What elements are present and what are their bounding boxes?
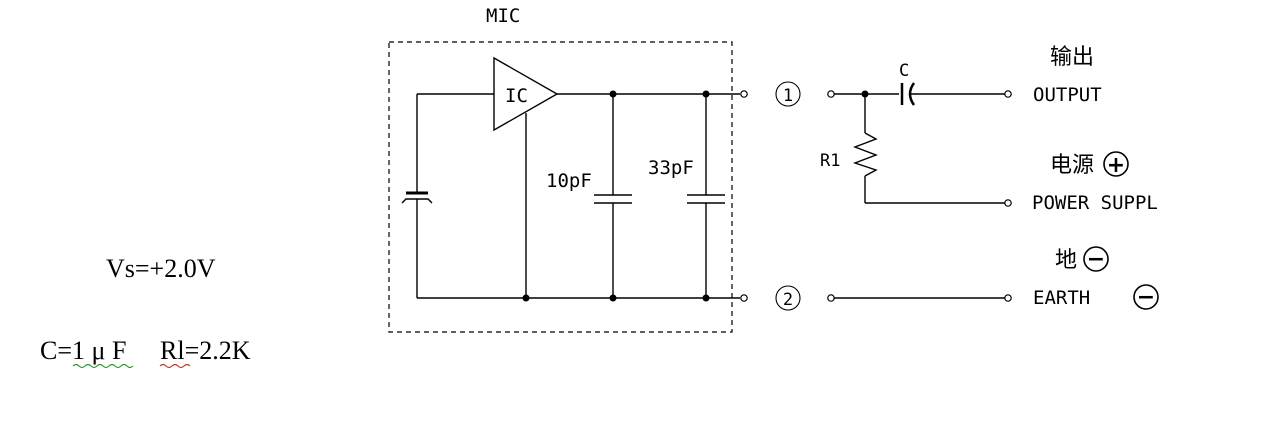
ext-terminal xyxy=(827,294,835,302)
plus-sign: + xyxy=(1107,153,1125,178)
mic-terminal xyxy=(740,90,748,98)
minus-sign: − xyxy=(1087,247,1105,272)
pin-2-marker xyxy=(775,285,801,311)
capacitor-33pf xyxy=(687,94,725,298)
mic-terminal xyxy=(740,294,748,302)
cap-33pf-label: 33pF xyxy=(648,157,694,179)
ext-terminal xyxy=(827,90,835,98)
output-label: OUTPUT xyxy=(1033,84,1102,106)
cap-10pf-label: 10pF xyxy=(546,170,592,192)
plus-icon xyxy=(1103,151,1129,177)
mic-label: MIC xyxy=(486,5,520,27)
resistor-r1 xyxy=(852,94,1005,204)
output-terminal xyxy=(1004,90,1012,98)
pin-1-marker xyxy=(775,81,801,107)
pin-2-label: 2 xyxy=(783,290,793,310)
ic-amplifier: IC xyxy=(417,56,559,298)
minus-sign: − xyxy=(1137,285,1155,310)
mic-capsule-symbol xyxy=(401,94,433,298)
power-terminal xyxy=(1004,199,1012,207)
earth-terminal xyxy=(1004,294,1012,302)
mic-enclosure xyxy=(388,41,733,333)
spellcheck-underline xyxy=(159,363,191,369)
power-label-cn: 电源 xyxy=(1050,153,1094,178)
junction-dot xyxy=(522,294,530,302)
resistor-value-note: Rl=2.2K xyxy=(160,336,251,365)
earth-label: EARTH xyxy=(1033,287,1090,309)
supply-voltage-note: Vs=+2.0V xyxy=(106,254,216,283)
coupling-cap-label: C xyxy=(899,61,909,81)
pin-1-label: 1 xyxy=(783,86,793,106)
capacitor-value-note: C=1 μ F xyxy=(40,336,126,365)
power-supply-label: POWER SUPPL xyxy=(1032,192,1158,214)
minus-icon xyxy=(1083,246,1109,272)
ic-label: IC xyxy=(505,85,528,107)
minus-icon xyxy=(1133,284,1159,310)
output-label-cn: 输出 xyxy=(1050,45,1094,70)
coupling-capacitor xyxy=(900,82,1005,106)
capacitor-10pf xyxy=(594,94,632,298)
resistor-label: R1 xyxy=(820,151,840,171)
spellcheck-underline xyxy=(72,363,134,369)
earth-label-cn: 地 xyxy=(1055,248,1077,273)
